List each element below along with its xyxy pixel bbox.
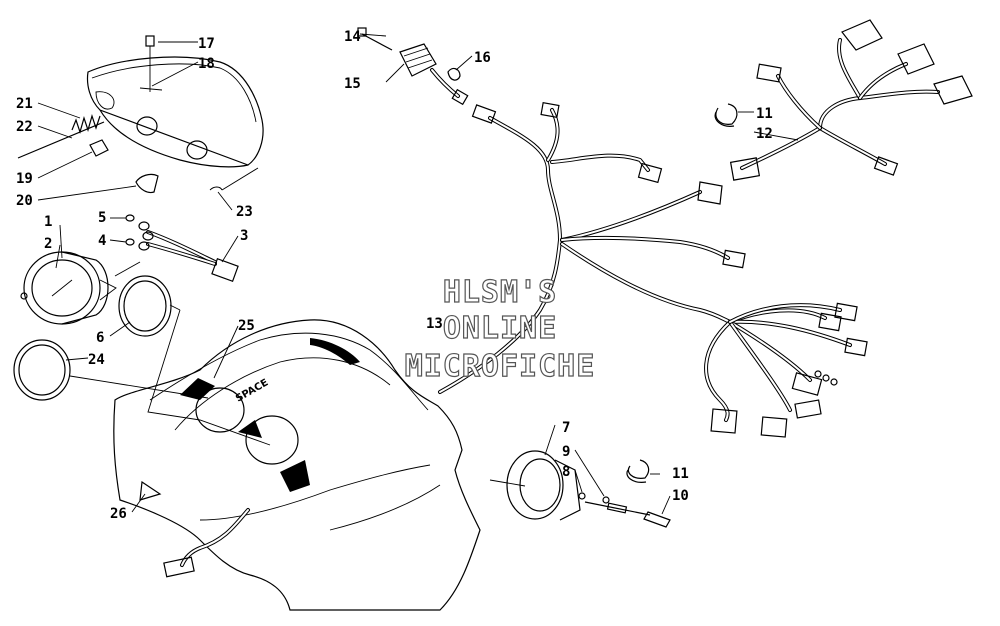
- callout-3: 3: [240, 228, 248, 244]
- callout-18: 18: [198, 56, 215, 72]
- callout-14: 14: [344, 29, 361, 45]
- watermark-line-3: MICROFICHE: [405, 349, 596, 384]
- callout-4: 4: [98, 233, 106, 249]
- callout-25: 25: [238, 318, 255, 334]
- callout-9: 9: [562, 444, 570, 460]
- callout-7: 7: [562, 420, 570, 436]
- callout-labels: 17 18 21 22 19 20 23 1 2 5 4 3 6 24 25 2…: [16, 29, 773, 522]
- headlight-assembly: [17, 35, 264, 194]
- gauge-ring-24: [13, 339, 71, 401]
- callout-11-lower: 11: [672, 466, 689, 482]
- callout-16: 16: [474, 50, 491, 66]
- callout-leaders: [37, 33, 799, 515]
- speedometer-gauge: [20, 251, 117, 325]
- callout-23: 23: [236, 204, 253, 220]
- callout-19: 19: [16, 171, 33, 187]
- leader-lines-left: [69, 261, 271, 446]
- speedo-cup-7: [489, 450, 581, 521]
- dash-pigtail-connector: [163, 508, 250, 578]
- bulb-socket-harness-3: [125, 214, 239, 283]
- clip-11-lower: [626, 459, 650, 483]
- callout-5: 5: [98, 210, 106, 226]
- callout-15: 15: [344, 76, 361, 92]
- callout-6: 6: [96, 330, 104, 346]
- callout-11-upper: 11: [756, 106, 773, 122]
- watermark: HLSM'S ONLINE MICROFICHE: [404, 274, 596, 384]
- dash-hood: SPACE: [113, 319, 481, 611]
- clip-11-upper: [714, 103, 738, 127]
- callout-8: 8: [562, 464, 570, 480]
- callout-26: 26: [110, 506, 127, 522]
- breakout-connectors: [704, 302, 868, 438]
- callout-1: 1: [44, 214, 52, 230]
- callout-17: 17: [198, 36, 215, 52]
- speedo-cable-10: [578, 492, 671, 528]
- callout-20: 20: [16, 193, 33, 209]
- callout-22: 22: [16, 119, 33, 135]
- watermark-line-2: ONLINE: [443, 311, 557, 346]
- gauge-ring-6: [118, 275, 172, 337]
- callout-21: 21: [16, 96, 33, 112]
- voltage-regulator: [357, 27, 469, 106]
- dash-logo: SPACE: [234, 377, 270, 404]
- main-wiring-harness: [438, 102, 746, 394]
- callout-12: 12: [756, 126, 773, 142]
- watermark-line-1: HLSM'S: [443, 275, 557, 310]
- callout-10: 10: [672, 488, 689, 504]
- callout-2: 2: [44, 236, 52, 252]
- sub-harness-12: [729, 19, 973, 181]
- callout-13: 13: [426, 316, 443, 332]
- callout-24: 24: [88, 352, 105, 368]
